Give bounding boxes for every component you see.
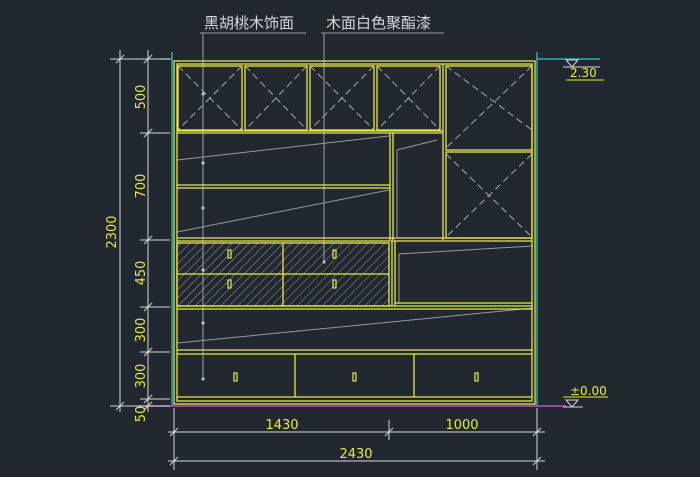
perspective-lines (176, 135, 534, 344)
drawer-handles (227, 249, 479, 382)
dim-total-height: 2300 (105, 215, 120, 248)
level-top-text: 2.30 (570, 66, 597, 80)
dim-part-5: 300 (134, 364, 149, 389)
level-bottom-text: ±0.00 (570, 384, 607, 398)
vertical-dimension-texts: 2300 500 700 450 300 300 50 (105, 85, 149, 423)
level-marker-top: 2.30 (563, 59, 604, 81)
leader-dots (201, 92, 326, 381)
dim-width-left: 1430 (265, 418, 298, 433)
material-label-2: 木面白色聚酯漆 (326, 14, 431, 32)
dim-part-3: 450 (134, 261, 149, 286)
vertical-dimensions (110, 50, 170, 412)
dim-part-6: 50 (134, 406, 149, 423)
side-guides (160, 52, 600, 406)
material-label-1: 黑胡桃木饰面 (204, 14, 294, 32)
leader-lines (200, 32, 444, 380)
level-marker-bottom: ±0.00 (563, 384, 608, 408)
dim-part-2: 700 (134, 174, 149, 199)
dim-part-4: 300 (134, 318, 149, 343)
dim-part-1: 500 (134, 85, 149, 110)
dim-width-total: 2430 (339, 447, 372, 462)
cabinet (173, 60, 536, 405)
horizontal-dimensions (168, 408, 545, 470)
glass-door-crosses (177, 65, 533, 238)
dim-width-right: 1000 (445, 418, 478, 433)
